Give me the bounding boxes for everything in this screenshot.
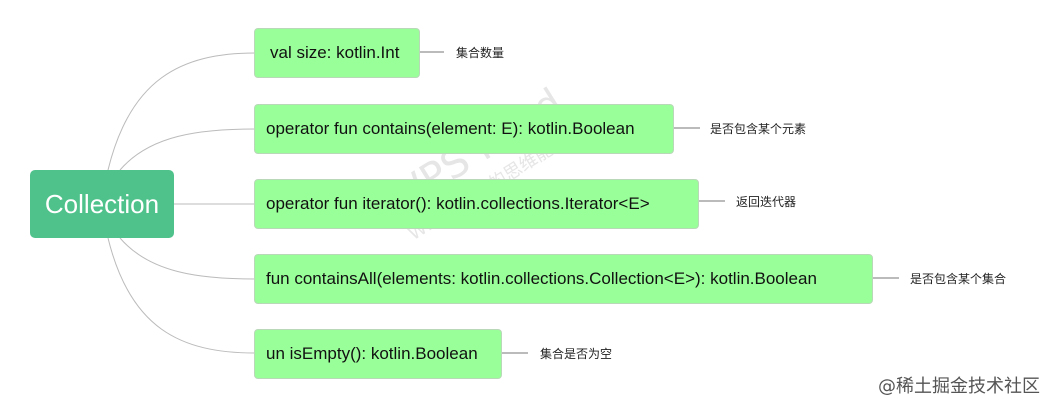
branch-node-containsall[interactable]: fun containsAll(elements: kotlin.collect…	[254, 254, 873, 304]
branch-node-iterator[interactable]: operator fun iterator(): kotlin.collecti…	[254, 179, 699, 229]
source-credit: @稀土掘金技术社区	[878, 376, 1040, 397]
note-contains: 是否包含某个元素	[710, 122, 807, 136]
root-node-collection[interactable]: Collection	[30, 170, 174, 238]
branch-connector-contains	[119, 128, 256, 171]
note-isempty: 集合是否为空	[540, 347, 613, 361]
branch-connector-size	[107, 52, 256, 171]
note-iterator: 返回迭代器	[736, 195, 797, 209]
branch-connector-containsall	[119, 237, 256, 280]
branch-node-size[interactable]: val size: kotlin.Int	[254, 28, 420, 78]
note-containsall: 是否包含某个集合	[910, 272, 1007, 286]
branch-connector-isempty	[107, 237, 256, 354]
branch-node-isempty[interactable]: un isEmpty(): kotlin.Boolean	[254, 329, 502, 379]
note-size: 集合数量	[456, 46, 505, 60]
branch-node-contains[interactable]: operator fun contains(element: E): kotli…	[254, 104, 674, 154]
